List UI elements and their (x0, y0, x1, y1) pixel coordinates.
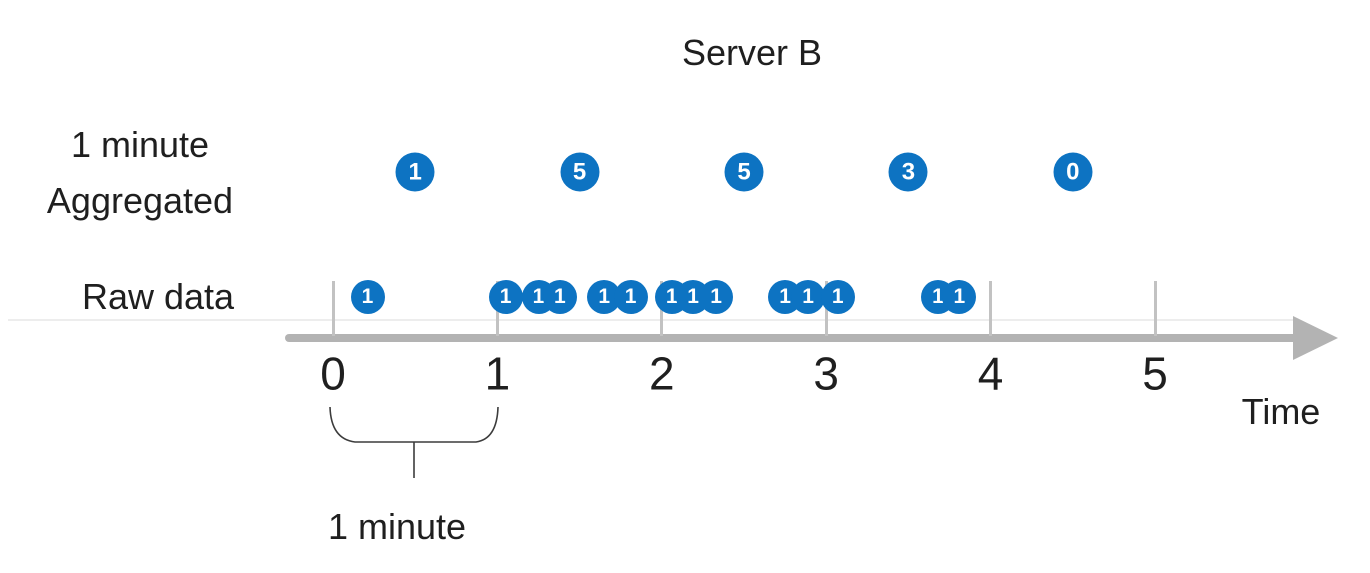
raw-event-dot: 1 (488, 280, 523, 314)
raw-event-dot: 1 (350, 280, 385, 314)
aggregated-count-dot: 3 (888, 152, 928, 192)
raw-event-dot: 1 (542, 280, 577, 314)
raw-event-dot: 1 (613, 280, 648, 314)
aggregated-count-dot: 5 (560, 152, 600, 192)
raw-data-row-label: Raw data (81, 276, 235, 318)
aggregated-row-label-line1: 1 minute (70, 124, 210, 166)
time-axis-line (285, 334, 1297, 342)
axis-tick-label-3: 3 (813, 347, 839, 400)
axis-tick-4 (989, 281, 993, 336)
axis-tick-0 (331, 281, 335, 336)
axis-tick-label-5: 5 (1142, 347, 1168, 400)
aggregated-count-dot: 1 (395, 152, 435, 192)
raw-event-dot: 1 (791, 280, 826, 314)
aggregated-row-label-line2: Aggregated (46, 180, 234, 222)
axis-tick-label-2: 2 (649, 347, 675, 400)
raw-event-dot: 1 (699, 280, 734, 314)
raw-row-baseline (8, 319, 1296, 321)
axis-label-time: Time (1241, 391, 1321, 433)
raw-event-dot: 1 (942, 280, 977, 314)
one-minute-brace-label: 1 minute (327, 506, 467, 548)
aggregated-count-dot: 5 (724, 152, 764, 192)
axis-tick-label-4: 4 (977, 347, 1004, 400)
diagram-title: Server B (681, 32, 823, 74)
raw-event-dot: 1 (820, 280, 855, 314)
axis-tick-label-1: 1 (484, 347, 511, 400)
time-axis-arrow-icon (1293, 316, 1338, 360)
aggregated-count-dot: 0 (1053, 152, 1093, 192)
axis-tick-5 (1153, 281, 1157, 336)
axis-tick-label-0: 0 (320, 347, 346, 400)
